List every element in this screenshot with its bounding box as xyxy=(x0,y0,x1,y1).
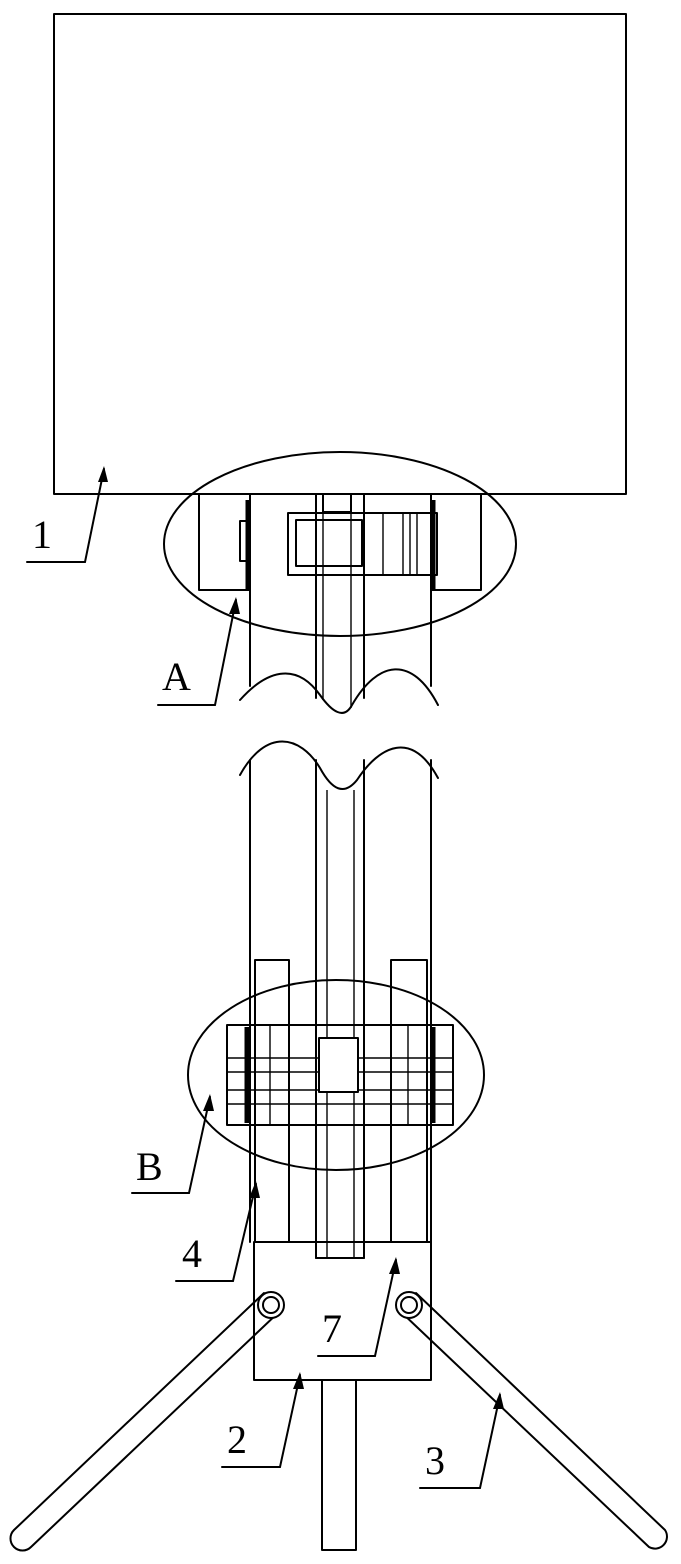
upper-break-line xyxy=(239,668,439,714)
latch-block xyxy=(226,1024,454,1126)
lower-pole-assembly xyxy=(187,740,485,1551)
label-7: 7 xyxy=(322,1306,342,1351)
label-a: A xyxy=(162,654,191,699)
right-hinge xyxy=(395,1291,423,1319)
label-b: B xyxy=(136,1144,163,1189)
right-leg xyxy=(399,1292,668,1550)
leader-lines xyxy=(26,466,504,1489)
upper-pole-assembly xyxy=(163,451,517,714)
base-stem xyxy=(321,1379,357,1551)
label-4: 4 xyxy=(182,1231,202,1276)
left-hinge xyxy=(257,1291,285,1319)
label-3: 3 xyxy=(425,1438,445,1483)
label-1: 1 xyxy=(32,512,52,557)
latch-housing xyxy=(287,512,438,576)
detail-a-circle xyxy=(163,451,517,637)
box-part-1 xyxy=(53,13,627,495)
locking-pin xyxy=(318,1037,359,1093)
left-bracket xyxy=(198,493,251,591)
left-leg xyxy=(9,1292,281,1552)
lower-break-line xyxy=(239,740,439,791)
right-bracket xyxy=(430,493,482,591)
label-2: 2 xyxy=(227,1417,247,1462)
detail-b-circle xyxy=(187,979,485,1171)
tripod-legs xyxy=(9,1291,668,1552)
